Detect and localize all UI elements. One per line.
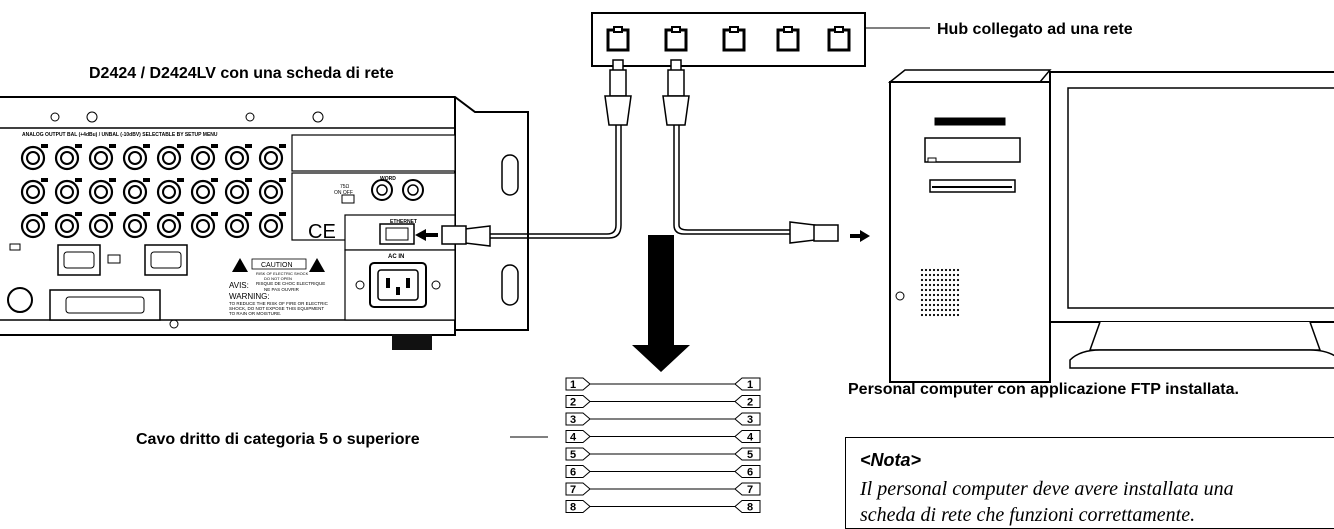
note-box: <Nota> Il personal computer deve avere i… xyxy=(845,437,1334,529)
output-jack xyxy=(54,212,82,239)
svg-text:AVIS:: AVIS: xyxy=(229,281,249,290)
pin-number-left: 1 xyxy=(570,379,576,391)
output-jack xyxy=(54,144,82,171)
hub-port xyxy=(827,26,851,52)
note-body: Il personal computer deve avere installa… xyxy=(860,476,1334,528)
output-jack xyxy=(54,178,82,205)
pin-number-right: 7 xyxy=(747,484,753,496)
output-jack xyxy=(156,212,184,239)
ethernet-label: ETHERNET xyxy=(390,219,417,225)
output-jack xyxy=(190,178,218,205)
output-jack xyxy=(190,212,218,239)
svg-text:SHOCK, DO NOT EXPOSE THIS EQUI: SHOCK, DO NOT EXPOSE THIS EQUIPMENT xyxy=(229,306,324,311)
ethernet-cables xyxy=(441,59,839,247)
word-label: WORD xyxy=(380,176,396,182)
output-jack xyxy=(156,178,184,205)
output-jack xyxy=(258,178,286,205)
hub-port xyxy=(722,26,746,52)
svg-text:NE PAS OUVRIR: NE PAS OUVRIR xyxy=(264,287,300,292)
output-jack xyxy=(122,144,150,171)
pin-number-right: 4 xyxy=(747,432,754,444)
output-jack xyxy=(258,144,286,171)
output-jack xyxy=(224,212,252,239)
cable-label: Cavo dritto di categoria 5 o superiore xyxy=(136,431,420,448)
pc-caption: Personal computer con applicazione FTP i… xyxy=(848,381,1239,398)
pin-number-right: 6 xyxy=(747,467,753,479)
ac-in-label: AC IN xyxy=(388,254,404,260)
output-jack xyxy=(224,144,252,171)
output-jack xyxy=(190,144,218,171)
pin-number-right: 2 xyxy=(747,397,753,409)
svg-text:TO REDUCE THE RISK OF FIRE OR: TO REDUCE THE RISK OF FIRE OR ELECTRIC xyxy=(229,301,329,306)
svg-text:75Ω: 75Ω xyxy=(340,184,350,190)
svg-text:CAUTION: CAUTION xyxy=(261,262,293,269)
pin-number-left: 3 xyxy=(570,414,576,426)
output-jack xyxy=(122,178,150,205)
d2424-device: ANALOG OUTPUT BAL (+4dBu) / UNBAL (-10dB… xyxy=(0,96,529,350)
connection-diagram: ANALOG OUTPUT BAL (+4dBu) / UNBAL (-10dB… xyxy=(0,12,1334,514)
hub-port xyxy=(606,26,630,52)
svg-text:ON OFF: ON OFF xyxy=(334,190,353,196)
down-arrow-icon xyxy=(632,235,690,372)
hub-port xyxy=(776,26,800,52)
device-title: D2424 / D2424LV con una scheda di rete xyxy=(89,65,394,82)
hub-label: Hub collegato ad una rete xyxy=(937,21,1133,38)
output-jack xyxy=(20,144,48,171)
pin-number-left: 6 xyxy=(570,467,576,479)
output-jack xyxy=(88,212,116,239)
pin-number-left: 2 xyxy=(570,397,576,409)
pin-number-left: 5 xyxy=(570,449,576,461)
output-jack xyxy=(122,212,150,239)
ce-mark: CE xyxy=(308,221,336,243)
svg-text:RISK OF ELECTRIC SHOCK: RISK OF ELECTRIC SHOCK xyxy=(256,271,309,276)
network-hub xyxy=(591,12,930,67)
pin-number-right: 5 xyxy=(747,449,753,461)
output-jack xyxy=(224,178,252,205)
pin-number-left: 8 xyxy=(570,502,576,514)
output-jack xyxy=(258,212,286,239)
svg-text:TO RAIN OR MOISTURE.: TO RAIN OR MOISTURE. xyxy=(229,311,281,316)
pin-number-right: 8 xyxy=(747,502,753,514)
pin-number-right: 1 xyxy=(747,379,753,391)
personal-computer xyxy=(887,69,1334,383)
output-jack xyxy=(88,144,116,171)
output-jack xyxy=(20,212,48,239)
svg-text:ANALOG OUTPUT BAL (+4dBu) / UN: ANALOG OUTPUT BAL (+4dBu) / UNBAL (-10dB… xyxy=(22,132,218,138)
note-line-2: scheda di rete che funzioni correttament… xyxy=(860,504,1196,526)
output-jack xyxy=(20,178,48,205)
pin-number-right: 3 xyxy=(747,414,753,426)
note-title: <Nota> xyxy=(860,450,922,470)
hub-port xyxy=(664,26,688,52)
output-jack xyxy=(156,144,184,171)
output-jack xyxy=(88,178,116,205)
svg-text:WARNING:: WARNING: xyxy=(229,292,270,301)
svg-text:DO NOT OPEN: DO NOT OPEN xyxy=(264,276,292,281)
pin-number-left: 4 xyxy=(570,432,577,444)
pin-number-left: 7 xyxy=(570,484,576,496)
note-line-1: Il personal computer deve avere installa… xyxy=(860,478,1234,500)
svg-text:RISQUE DE CHOC ELECTRIQUE: RISQUE DE CHOC ELECTRIQUE xyxy=(256,281,325,286)
